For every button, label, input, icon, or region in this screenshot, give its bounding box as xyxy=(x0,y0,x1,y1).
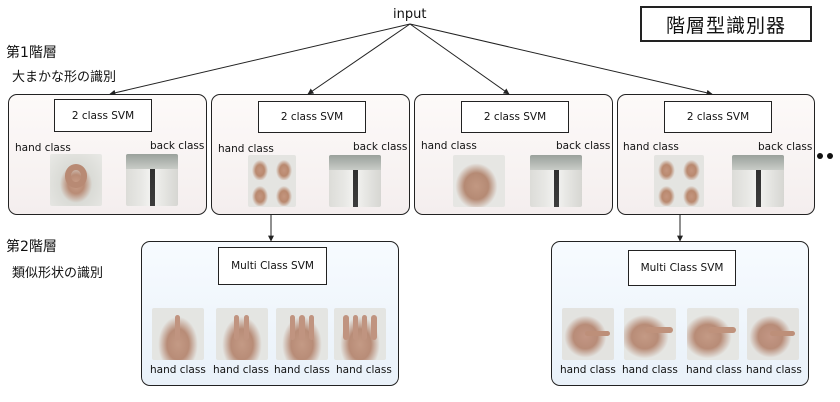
hand-photo-two-fingers xyxy=(216,308,268,360)
hand-photo-point-4 xyxy=(747,308,799,360)
level1-panel-2: 2 class SVM hand class back class xyxy=(211,94,410,215)
level2-subheading: 類似形状の識別 xyxy=(12,266,104,281)
edge-input-panel2 xyxy=(307,23,411,95)
multi-class-svm-node: Multi Class SVM xyxy=(218,247,327,285)
diagram-title: 階層型識別器 xyxy=(640,6,812,42)
hand-class-label: hand class xyxy=(421,140,477,152)
hand-photo-point-1 xyxy=(562,308,614,360)
hand-class-label: hand class xyxy=(560,364,616,376)
edge-input-panel4 xyxy=(409,23,713,96)
hand-class-label: hand class xyxy=(150,364,206,376)
hand-class-label: hand class xyxy=(274,364,330,376)
hand-class-label: hand class xyxy=(623,141,679,153)
edge-input-panel3 xyxy=(409,23,510,95)
multi-class-svm-node: Multi Class SVM xyxy=(628,250,736,286)
level1-panel-3: 2 class SVM hand class back class xyxy=(414,94,613,215)
hand-class-label: hand class xyxy=(746,364,802,376)
hand-photo-point-3 xyxy=(687,308,739,360)
level2-heading: 第2階層 xyxy=(6,239,57,255)
hand-class-label: hand class xyxy=(336,364,392,376)
two-class-svm-node: 2 class SVM xyxy=(461,101,569,133)
hand-photo-thumb xyxy=(453,155,505,207)
background-photo xyxy=(732,155,784,207)
back-class-label: back class xyxy=(353,141,408,153)
level1-panel-1: 2 class SVM hand class back class xyxy=(8,94,207,215)
two-class-svm-node: 2 class SVM xyxy=(258,101,366,133)
hand-class-label: hand class xyxy=(622,364,678,376)
level2-panel-left: Multi Class SVM hand class hand class ha… xyxy=(141,241,399,386)
hand-photo-one-finger xyxy=(152,308,204,360)
hand-photo-ok-sign xyxy=(50,154,102,206)
hand-class-label: hand class xyxy=(218,143,274,155)
background-photo xyxy=(530,155,582,207)
hand-photo-grid-point xyxy=(654,155,704,207)
back-class-label: back class xyxy=(758,141,813,153)
level1-subheading: 大まかな形の識別 xyxy=(12,70,117,85)
back-class-label: back class xyxy=(556,140,611,152)
two-class-svm-node: 2 class SVM xyxy=(664,101,772,133)
background-photo xyxy=(126,154,178,206)
level2-panel-right: Multi Class SVM hand class hand class ha… xyxy=(551,241,809,386)
input-label: input xyxy=(393,7,427,22)
hand-photo-grid-fingers xyxy=(248,155,296,207)
two-class-svm-node: 2 class SVM xyxy=(54,99,152,132)
back-class-label: back class xyxy=(150,140,205,152)
hand-class-label: hand class xyxy=(213,364,269,376)
level1-heading: 第1階層 xyxy=(6,45,57,61)
background-photo xyxy=(329,155,381,207)
hand-class-label: hand class xyxy=(15,142,71,154)
hand-class-label: hand class xyxy=(686,364,742,376)
hand-photo-three-fingers xyxy=(276,308,328,360)
edge-input-panel1 xyxy=(109,23,411,96)
level1-panel-4: 2 class SVM hand class back class xyxy=(617,94,815,215)
hand-photo-point-2 xyxy=(624,308,676,360)
ellipsis-dots-icon xyxy=(817,144,837,163)
hand-photo-four-fingers xyxy=(334,308,386,360)
